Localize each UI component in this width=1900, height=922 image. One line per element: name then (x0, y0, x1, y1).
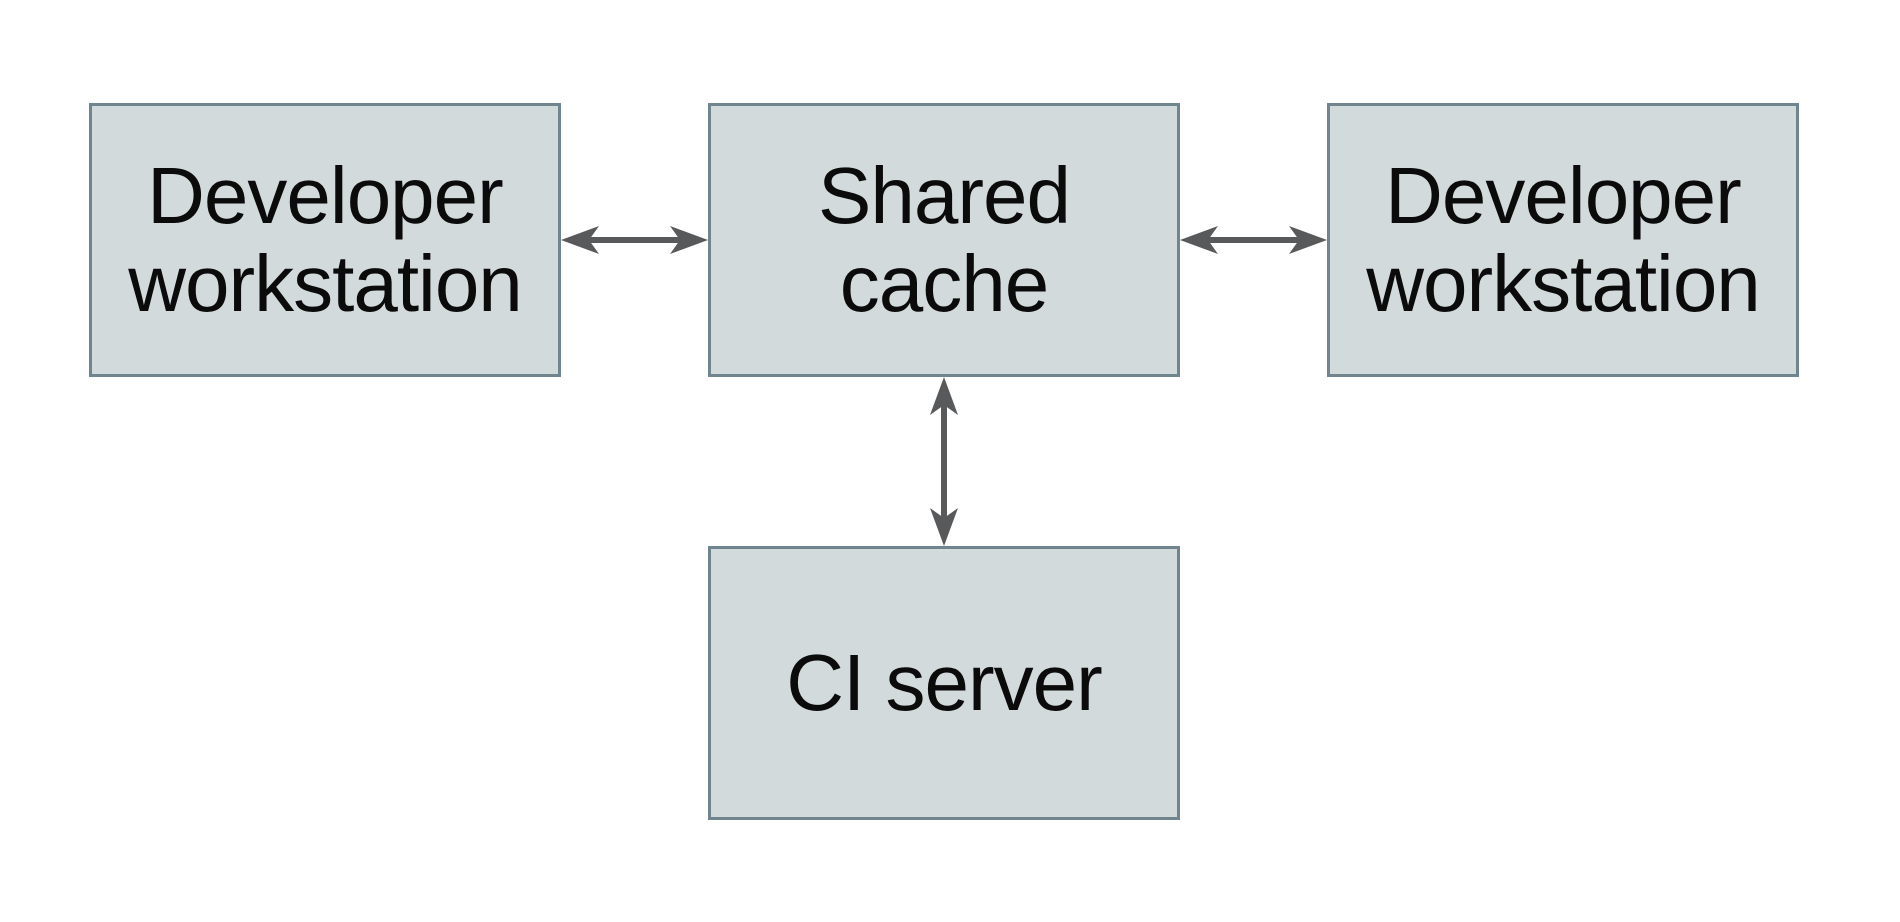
node-label: Shared cache (818, 151, 1071, 328)
node-label: Developer workstation (1366, 151, 1761, 328)
node-label: CI server (786, 638, 1102, 727)
bidirectional-arrow-left-workstation-shared-cache (561, 225, 708, 255)
node-label: Developer workstation (128, 151, 523, 328)
node-developer-workstation-right: Developer workstation (1327, 103, 1799, 377)
node-shared-cache: Shared cache (708, 103, 1180, 377)
bidirectional-arrow-shared-cache-ci-server (929, 377, 959, 546)
bidirectional-arrow-shared-cache-right-workstation (1180, 225, 1327, 255)
node-ci-server: CI server (708, 546, 1180, 820)
node-developer-workstation-left: Developer workstation (89, 103, 561, 377)
